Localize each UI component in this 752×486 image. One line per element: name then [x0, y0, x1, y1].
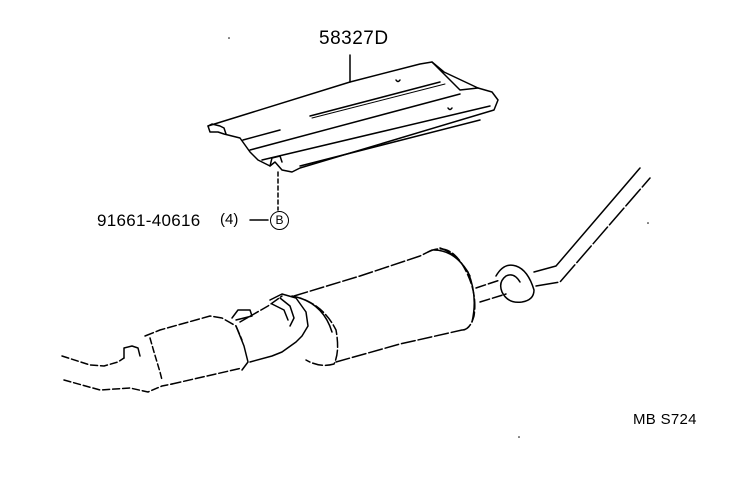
bolt-part-number: 91661-40616 [97, 211, 201, 230]
front-pipe [61, 345, 173, 393]
bolt-quantity: (4) [220, 211, 239, 228]
catalytic-converter [144, 309, 253, 385]
tail-pipe [475, 167, 651, 304]
reference-letter-badge: B [270, 211, 289, 230]
pipe-flange [239, 293, 309, 363]
drawing-code: MB S724 [633, 411, 697, 428]
insulator-part-number: 58327D [319, 28, 389, 49]
heat-insulator-plate [207, 61, 499, 173]
muffler [291, 247, 476, 367]
